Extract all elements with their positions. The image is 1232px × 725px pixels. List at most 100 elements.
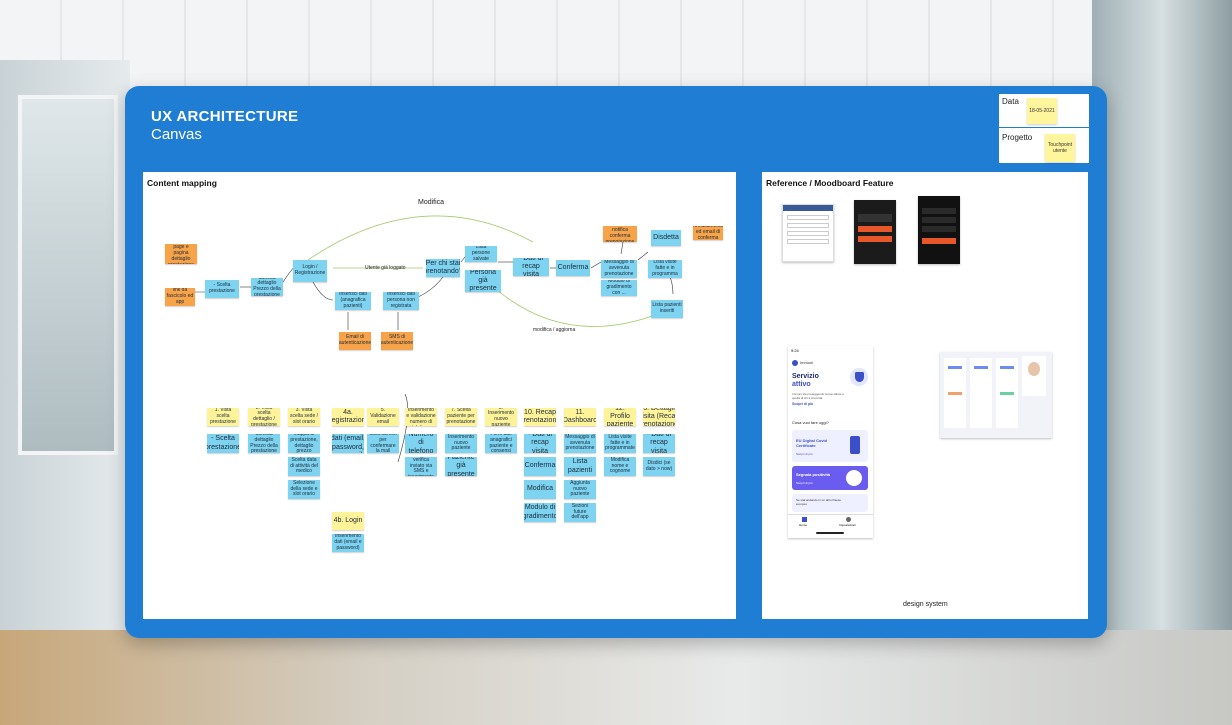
- step-10-item-2: Lista pazienti: [564, 457, 596, 476]
- step-9-item-2: Conferma: [524, 457, 556, 476]
- background-window: [18, 95, 118, 455]
- flow-note-n8: Email di autenticazione: [339, 332, 371, 350]
- phone-card2-link: Scopri di più: [796, 481, 813, 485]
- step-10-item-1: Messaggio di avvenuta prenotazione: [564, 434, 596, 453]
- step-header-9: 10. Recap prenotazione: [524, 408, 556, 426]
- phone-tab-settings[interactable]: Impostazioni: [839, 523, 856, 527]
- design-system-label: design system: [903, 601, 948, 608]
- flow-note-n4: Scheda dettaglio Prezzo della prestazion…: [251, 278, 283, 296]
- step-3-item-1: Mappa di prestazione, dettaglio prezzo: [288, 434, 320, 453]
- flow-note-n1: CTA in home page e pagina dettaglio pres…: [165, 244, 197, 264]
- step-header-5: 5. Validazione email: [367, 408, 399, 426]
- moodboard-panel: Reference / Moodboard Feature 9:24 Immun…: [762, 172, 1088, 619]
- phone-heading-2: attivo: [792, 381, 811, 388]
- step-3-item-2: Scelta data di attività del medico: [288, 457, 320, 476]
- moodboard-title: Reference / Moodboard Feature: [766, 178, 894, 188]
- phone-intro: Immuni sta proteggendo la tua salute e q…: [792, 392, 844, 400]
- step-login-header: 4b. Login: [332, 512, 364, 530]
- flow-note-n21: Lista pazienti inseriti: [651, 300, 683, 318]
- phone-card-3[interactable]: Se stai andando in un altro Paese europe…: [792, 494, 868, 512]
- step-6-item-1: Numero di telefono: [405, 434, 437, 453]
- immuni-logo-icon: [792, 360, 798, 366]
- step-9-item-1: - Dati di recap visita: [524, 434, 556, 453]
- design-system-thumb: [940, 352, 1052, 438]
- flow-note-n18: Disdetta: [651, 230, 681, 246]
- background-floor: [0, 630, 1232, 725]
- segnala-illustration-icon: [846, 470, 862, 486]
- step-7-item-2: Paziente già presente: [445, 457, 477, 476]
- step-header-4: 4a. Registrazione: [332, 408, 364, 426]
- flow-label-modifica: Modifica: [418, 199, 445, 206]
- phone-card1-link: Scopri di più: [796, 452, 813, 456]
- background-right-wall: [1092, 0, 1232, 725]
- step-header-12: 13. Dettaglio visita (Recap prenotazione…: [643, 408, 675, 426]
- flow-note-n14: Conferma: [556, 260, 590, 276]
- step-12-item-2: Disdici (se dato > now): [643, 457, 675, 476]
- step-7-item-1: Inserimento nuovo paziente: [445, 434, 477, 453]
- meta-data-label: Data: [1002, 97, 1019, 106]
- phone-brand: Immuni: [800, 360, 814, 365]
- phone-link: Scopri di più: [792, 402, 814, 406]
- flow-note-n5: Login / Registrazione: [293, 260, 327, 282]
- flow-label-modifica-aggiorna: modifica / aggiorna: [533, 327, 576, 333]
- flow-label-utente-loggato: Utente già loggato: [365, 265, 406, 271]
- phone-card-1[interactable]: EU Digital Covid Certificate Scopri di p…: [792, 430, 868, 462]
- step-header-6: 6. Inserimento e validazione numero di t…: [405, 408, 437, 426]
- step-1-item-1: - Scelta prestazione: [207, 434, 239, 453]
- step-9-item-4: Modulo di gradimento: [524, 503, 556, 522]
- meta-row-progetto: Progetto Touchpoint utente: [999, 130, 1089, 164]
- reference-thumb-dark-2: [918, 196, 960, 264]
- phone-card3-text: Se stai andando in un altro Paese europe…: [796, 498, 842, 506]
- flow-note-n11: Lista persone salvate: [465, 246, 497, 262]
- shield-icon: [850, 368, 868, 386]
- step-5-item-1: Click sul link per confermare la mail: [367, 434, 399, 453]
- connector-modifica-aggiorna: [487, 281, 664, 327]
- step-12-item-1: - Dati di recap visita: [643, 434, 675, 453]
- meta-progetto-label: Progetto: [1002, 133, 1033, 142]
- background-ceiling: [0, 0, 1232, 90]
- step-2-item-1: Scheda dettaglio Prezzo della prestazion…: [248, 434, 280, 453]
- phone-section-title: Cosa vuoi fare oggi?: [792, 420, 829, 425]
- step-header-3: 3. Vista scelta sede / slot orario: [288, 408, 320, 426]
- flow-note-n19: Annullamento ed email di conferma: [693, 226, 723, 240]
- step-9-item-3: Modifica: [524, 480, 556, 499]
- step-header-11: 12. Profilo paziente: [604, 408, 636, 426]
- flow-note-n15: Email e notifica conferma prenotazione: [603, 226, 637, 242]
- flow-note-n10: Per chi stai prenotando?: [426, 259, 460, 277]
- connector-modifica: [307, 215, 534, 261]
- phone-heading-1: Servizio: [792, 373, 819, 380]
- meta-box: Data 18-05-2021 Progetto Touchpoint uten…: [999, 94, 1089, 164]
- board-subtitle: Canvas: [151, 126, 202, 143]
- flow-note-n12: Persona già presente: [465, 270, 501, 292]
- gear-icon[interactable]: [846, 517, 851, 522]
- meta-progetto-value: Touchpoint utente: [1045, 134, 1075, 162]
- step-login-item: Inserimento dati (email e password): [332, 534, 364, 552]
- step-10-item-4: Sezioni future dell'app: [564, 503, 596, 522]
- step-11-item-1: Lista visite fatte e in programmate: [604, 434, 636, 453]
- step-header-10: 11. Dashboard: [564, 408, 596, 426]
- content-mapping-title: Content mapping: [147, 178, 217, 188]
- flow-note-n20: Lista visite fatte e in programma: [648, 260, 682, 278]
- flow-note-n17: Modulo di gradimento con ...: [601, 280, 637, 296]
- board-title: UX ARCHITECTURE: [151, 108, 299, 125]
- step-10-item-3: Aggiunta nuovo paziente: [564, 480, 596, 499]
- phone-card2-title: Segnala positività: [796, 472, 831, 477]
- meta-data-value: 18-05-2021: [1027, 98, 1057, 124]
- meta-row-data: Data 18-05-2021: [999, 94, 1089, 128]
- step-11-item-2: Modifica nome e cognome: [604, 457, 636, 476]
- step-header-7: 7. Scelta paziente per prenotazione: [445, 408, 477, 426]
- phone-status-time: 9:24: [791, 348, 799, 353]
- step-header-1: 1. Vista scelta prestazione: [207, 408, 239, 426]
- flow-note-n9: SMS di autenticazione: [381, 332, 413, 350]
- flow-note-n16: Messaggio di avvenuta prenotazione: [601, 260, 637, 278]
- step-header-2: 2. Vista scelta dettaglio / prestazione: [248, 408, 280, 426]
- home-icon[interactable]: [802, 517, 807, 522]
- phone-card1-title: EU Digital Covid Certificate: [796, 438, 828, 448]
- certificate-phone-icon: [850, 436, 860, 454]
- phone-tab-home[interactable]: Home: [799, 523, 808, 527]
- flow-note-n3: - Scelta prestazione: [205, 280, 239, 298]
- reference-thumb-login: [782, 204, 834, 262]
- flow-note-n2: link da fascicolo ed app: [165, 288, 195, 306]
- ux-architecture-board: UX ARCHITECTURE Canvas Data 18-05-2021 P…: [125, 86, 1107, 638]
- phone-card-2[interactable]: Segnala positività Scopri di più: [792, 466, 868, 490]
